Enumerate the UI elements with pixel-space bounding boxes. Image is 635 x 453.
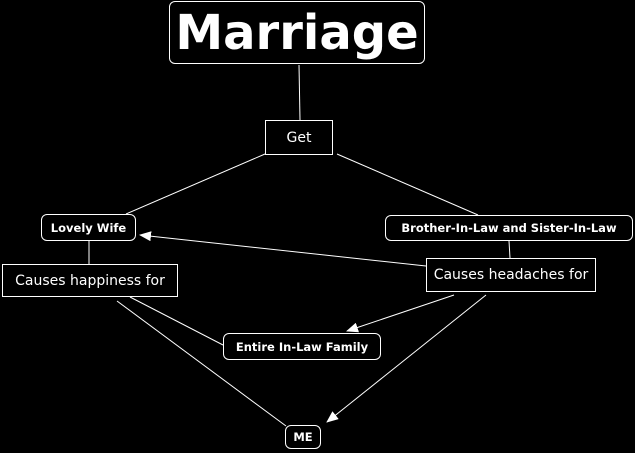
node-entire-in-law-family[interactable]: Entire In-Law Family xyxy=(223,333,381,360)
edge-headache-to-family xyxy=(346,294,455,333)
node-brother-sister-in-law[interactable]: Brother-In-Law and Sister-In-Law xyxy=(385,215,633,241)
edge-headache-to-me xyxy=(326,294,487,423)
node-marriage[interactable]: Marriage xyxy=(169,1,425,64)
edge-headache-to-wife xyxy=(139,231,427,267)
link-causes-headaches[interactable]: Causes headaches for xyxy=(426,258,596,292)
link-causes-happiness[interactable]: Causes happiness for xyxy=(2,264,178,297)
edge-happy-to-me xyxy=(116,300,287,427)
edge-marriage-to-get xyxy=(298,64,301,121)
link-get[interactable]: Get xyxy=(265,120,333,155)
edge-get-to-bil xyxy=(336,153,479,216)
edge-bil-to-headache xyxy=(508,240,511,259)
node-me[interactable]: ME xyxy=(285,425,321,449)
node-lovely-wife[interactable]: Lovely Wife xyxy=(41,214,136,241)
edge-get-to-wife xyxy=(125,153,266,215)
connector-lines xyxy=(88,64,511,427)
edge-happy-to-family xyxy=(129,296,224,346)
